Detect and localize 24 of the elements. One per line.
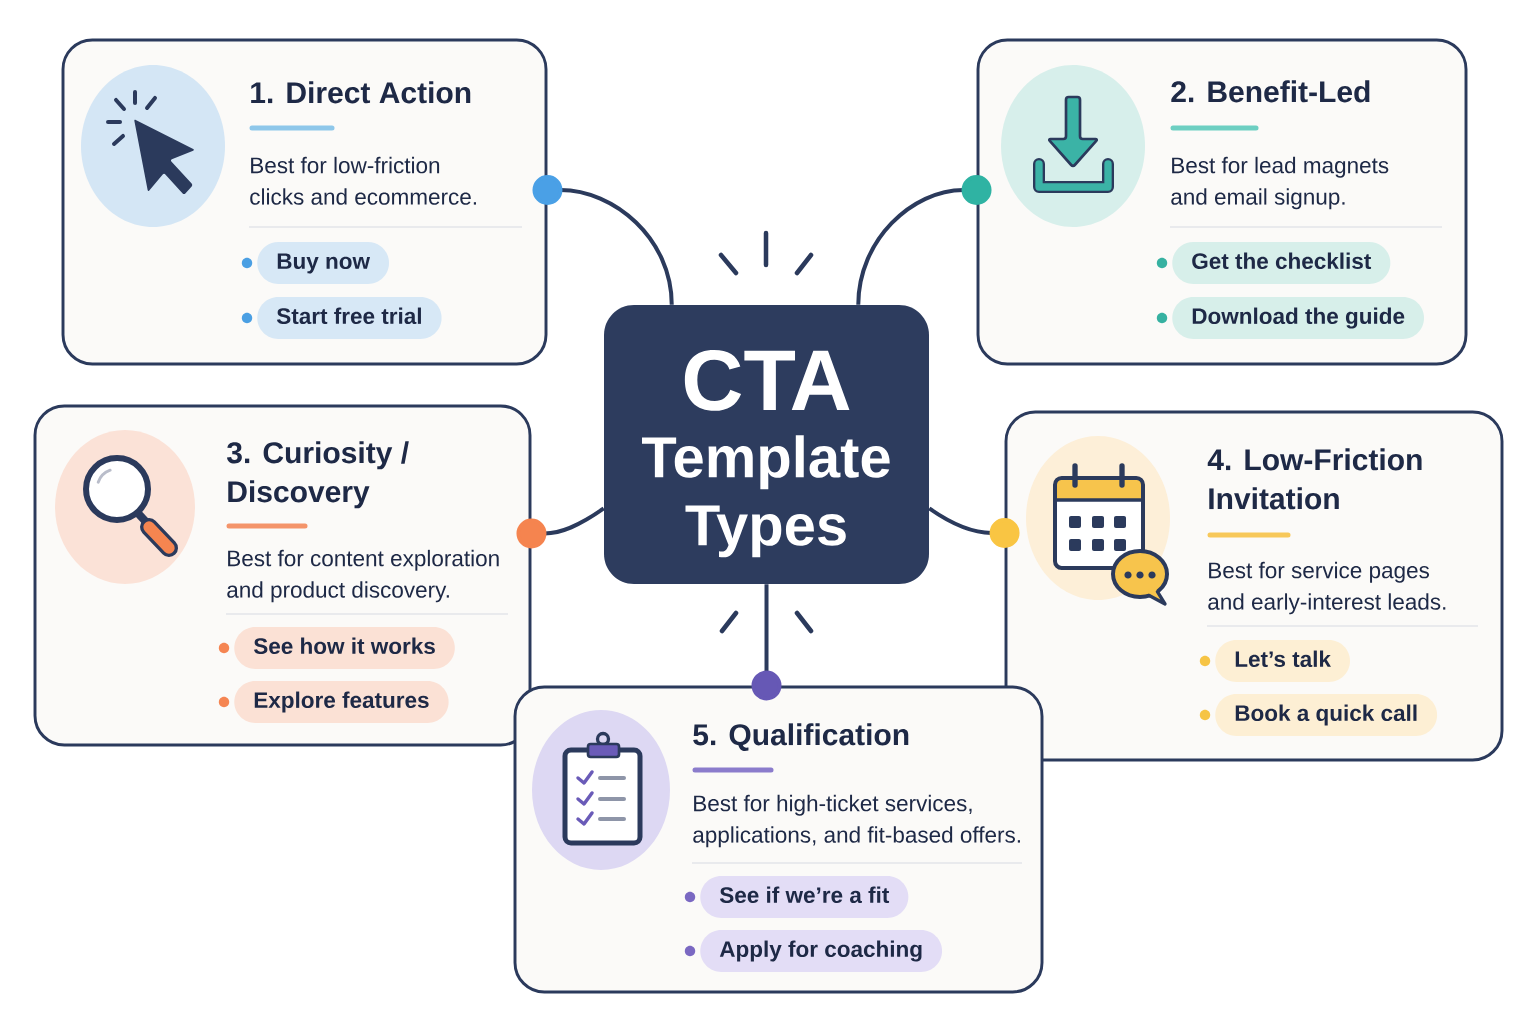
card-title: 2. Benefit-Led [1171, 80, 1370, 103]
connector [751, 584, 782, 701]
hub-box: CTA Template Types [604, 305, 929, 584]
card-title: 4. Low-Friction Invitation [1207, 448, 1422, 510]
card-description: Best for high-ticket services, applications, and fit-based offers. [693, 794, 1020, 848]
connector [928, 506, 1020, 548]
cta-pill: Book a quick call [1215, 694, 1438, 736]
connector [532, 175, 674, 305]
card-title: 1. Direct Action [251, 81, 471, 104]
connector [856, 175, 992, 305]
card-title: 3. Curiosity / Discovery [226, 441, 409, 509]
connector [516, 506, 605, 549]
cta-pill: Download the guide [1172, 297, 1424, 339]
cta-pill: Explore features [234, 681, 449, 723]
cta-pill: See how it works [234, 627, 455, 669]
cta-pill: Start free trial [257, 297, 442, 339]
card-description: Best for content exploration and product discovery. [227, 549, 499, 603]
cta-pill: Apply for coaching [700, 930, 943, 972]
card-description: Best for lead magnets and email signup. [1171, 156, 1389, 210]
card-title: 5. Qualification [693, 723, 909, 751]
card-description: Best for service pages and early-interest leads. [1208, 561, 1446, 615]
cta-pill: Get the checklist [1172, 242, 1391, 284]
cta-pill: See if we’re a fit [700, 876, 909, 918]
card-description: Best for low-friction clicks and ecommerce. [250, 156, 476, 205]
